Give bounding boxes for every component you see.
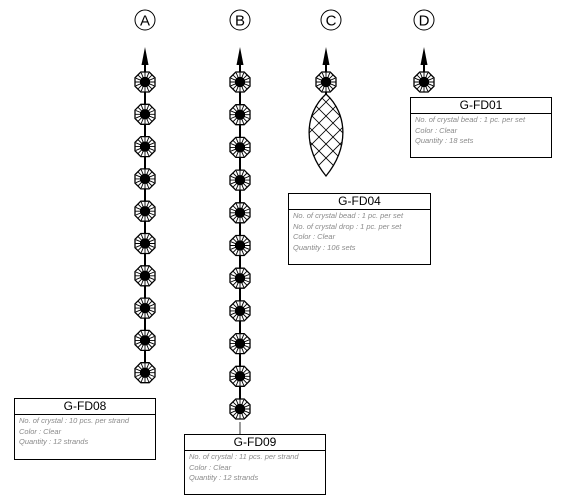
crystal-bead [134, 362, 156, 384]
crystal-bead [229, 202, 251, 224]
strand-a [134, 47, 156, 384]
label-g-fd09: G-FD09 No. of crystal : 11 pcs. per stra… [184, 434, 326, 495]
column-marker-c: C [320, 9, 342, 31]
crystal-count: No. of crystal : 11 pcs. per strand [189, 452, 299, 461]
column-marker-d: D [413, 9, 435, 31]
crystal-bead [134, 135, 156, 158]
crystal-bead [134, 265, 156, 287]
column-letter-a: A [140, 13, 150, 30]
crystal-bead [134, 71, 156, 93]
quantity-spec: Quantity : 18 sets [415, 136, 474, 145]
crystal-bead-count: No. of crystal bead : 1 pc. per set [293, 211, 404, 220]
crystal-bead [229, 332, 251, 355]
quantity-spec: Quantity : 12 strands [189, 473, 259, 482]
color-spec: Color : Clear [415, 125, 458, 135]
crystal-bead [134, 200, 156, 222]
product-code: G-FD09 [185, 435, 325, 451]
crystal-count: No. of crystal : 10 pcs. per strand [19, 416, 130, 425]
strand-c [308, 47, 344, 178]
column-letter-b: B [235, 13, 245, 30]
crystal-bead [229, 398, 251, 420]
color-spec: Color : Clear [19, 426, 62, 436]
color-spec: Color : Clear [293, 232, 336, 241]
strand-b [229, 47, 251, 420]
beads-d [413, 71, 435, 93]
product-code: G-FD08 [15, 399, 155, 415]
crystal-bead [134, 297, 156, 319]
crystal-drop-count: No. of crystal drop : 1 pc. per set [293, 221, 402, 231]
label-g-fd01: G-FD01 No. of crystal bead : 1 pc. per s… [410, 97, 552, 158]
label-g-fd08: G-FD08 No. of crystal : 10 pcs. per stra… [14, 398, 156, 460]
crystal-bead [229, 234, 251, 257]
column-marker-a: A [134, 9, 156, 31]
beads-c [315, 71, 337, 93]
hook-a [141, 47, 149, 65]
crystal-drop [308, 93, 344, 178]
column-letter-d: D [419, 13, 430, 30]
product-code: G-FD01 [411, 98, 551, 114]
beads-b [229, 71, 251, 420]
crystal-bead [413, 71, 435, 93]
crystal-bead [229, 365, 251, 387]
hook-b [236, 47, 244, 65]
crystal-bead-count: No. of crystal bead : 1 pc. per set [415, 115, 526, 124]
hook-c [322, 47, 330, 65]
crystal-bead [229, 267, 251, 289]
crystal-bead [134, 232, 156, 255]
label-g-fd04: G-FD04 No. of crystal bead : 1 pc. per s… [288, 193, 431, 265]
quantity-spec: Quantity : 106 sets [293, 242, 356, 252]
crystal-bead [229, 71, 251, 93]
crystal-bead [229, 136, 251, 159]
column-marker-b: B [229, 9, 251, 31]
strand-d [413, 47, 435, 93]
crystal-bead [134, 103, 156, 125]
crystal-bead [134, 329, 156, 352]
column-letter-c: C [326, 13, 337, 30]
crystal-bead [229, 300, 251, 322]
crystal-bead [134, 168, 156, 190]
column-markers: A B C D [134, 9, 435, 31]
crystal-bead [315, 71, 337, 93]
color-spec: Color : Clear [189, 462, 232, 472]
product-code: G-FD04 [289, 194, 430, 210]
crystal-bead [229, 104, 251, 126]
quantity-spec: Quantity : 12 strands [19, 437, 89, 446]
hook-d [420, 47, 428, 65]
crystal-bead [229, 169, 251, 191]
